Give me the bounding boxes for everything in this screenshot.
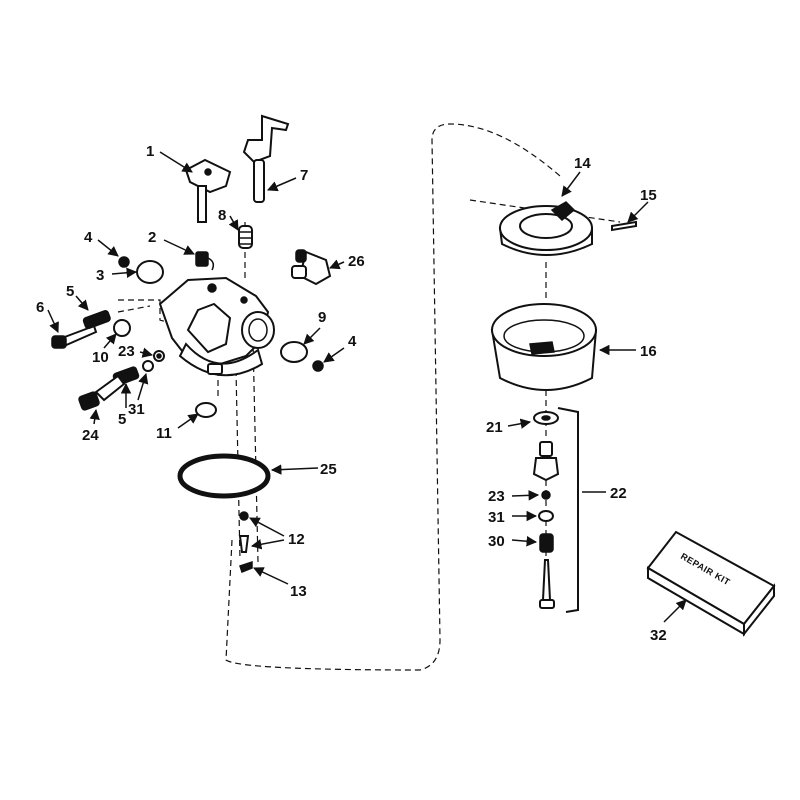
- label-6: 6: [36, 299, 44, 316]
- label-1: 1: [146, 143, 154, 160]
- label-14: 14: [574, 155, 591, 172]
- part-mixture-screw-24: [78, 374, 126, 411]
- part-o-ring-10: [113, 319, 131, 337]
- part-washer-23-right: [541, 490, 551, 500]
- part-screw-4-left: [118, 256, 130, 268]
- part-spring-30: [539, 533, 554, 553]
- label-30: 30: [488, 533, 505, 550]
- part-carburetor-body: [158, 276, 275, 377]
- label-11: 11: [156, 425, 172, 442]
- part-float-bowl: [490, 303, 598, 391]
- label-5-upper: 5: [66, 283, 74, 300]
- part-o-ring-31-left: [142, 360, 154, 372]
- label-15: 15: [640, 187, 657, 204]
- label-9: 9: [318, 309, 326, 326]
- label-4-right: 4: [348, 333, 357, 350]
- label-22: 22: [610, 485, 627, 502]
- part-plug-11: [195, 402, 217, 418]
- label-32: 32: [650, 627, 667, 644]
- label-7: 7: [300, 167, 308, 184]
- part-float-seat-ring: [498, 201, 593, 256]
- label-10: 10: [92, 349, 109, 366]
- label-25: 25: [320, 461, 337, 478]
- leader-arrows: [47, 151, 687, 623]
- dashed-bowl-outline: [225, 123, 561, 671]
- label-23-left: 23: [118, 343, 135, 360]
- part-repair-kit: REPAIR KIT: [646, 530, 776, 637]
- label-8: 8: [218, 207, 226, 224]
- label-12: 12: [288, 531, 305, 548]
- part-throttle-shaft: [184, 158, 232, 223]
- part-needle: [539, 559, 555, 609]
- label-4-left: 4: [84, 229, 93, 246]
- part-screw-4-right: [312, 360, 324, 372]
- part-fuel-fitting: [291, 249, 332, 286]
- label-2: 2: [148, 229, 156, 246]
- part-spring-8: [238, 225, 253, 249]
- part-pin-15: [611, 220, 637, 232]
- part-washer-23-left: [153, 350, 165, 362]
- part-throttle-plate: [136, 260, 164, 284]
- label-16: 16: [640, 343, 657, 360]
- part-pin-13: [239, 560, 253, 573]
- label-23-right: 23: [488, 488, 505, 505]
- part-choke-plate: [280, 341, 308, 363]
- part-washer-21: [533, 411, 559, 425]
- label-21: 21: [486, 419, 503, 436]
- part-screw-6: [51, 324, 98, 349]
- group-bracket-22: [557, 407, 579, 613]
- label-5-lower: 5: [118, 411, 126, 428]
- part-spring-2: [195, 251, 215, 271]
- part-gasket-25: [177, 453, 271, 499]
- part-o-ring-31-right: [538, 510, 554, 522]
- label-13: 13: [290, 583, 307, 600]
- label-3: 3: [96, 267, 104, 284]
- part-spring-5-upper: [82, 310, 111, 330]
- label-31-right: 31: [488, 509, 505, 526]
- label-31-left: 31: [128, 401, 145, 418]
- part-jets-12: [238, 511, 250, 553]
- part-choke-shaft: [242, 114, 290, 203]
- part-bowl-nut: [532, 441, 560, 482]
- callout-numbers: 1 7 8 2 4 3 26 5 6 9 4 10 23 31 5 24 11 …: [36, 143, 667, 644]
- label-26: 26: [348, 253, 365, 270]
- label-24: 24: [82, 427, 99, 444]
